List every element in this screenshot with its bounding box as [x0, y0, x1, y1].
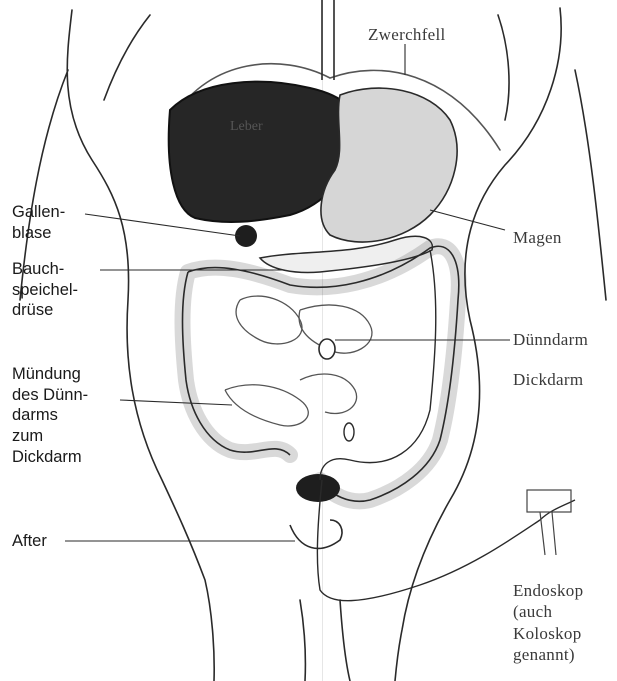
label-gallenblase: Gallen- blase: [12, 202, 65, 243]
label-duenndarm: Dünndarm: [513, 329, 588, 350]
anus-region: [290, 520, 342, 548]
label-muendung-line5: Dickdarm: [12, 447, 88, 468]
label-bauchspeicheldruese: Bauch- speichel- drüse: [12, 259, 78, 321]
label-muendung-line4: zum: [12, 426, 88, 447]
liver-label: Leber: [230, 119, 263, 134]
label-zwerchfell: Zwerchfell: [368, 24, 446, 45]
small-intestine-loops: [225, 296, 372, 426]
label-endoskop: Endoskop (auch Koloskop genannt): [513, 580, 583, 665]
label-bauchspeicheldruese-line1: Bauch-: [12, 259, 78, 280]
label-endoskop-line2: (auch: [513, 601, 583, 622]
label-bauchspeicheldruese-line2: speichel-: [12, 280, 78, 301]
label-endoskop-line4: genannt): [513, 644, 583, 665]
rectum-shape: [296, 474, 340, 502]
label-bauchspeicheldruese-line3: drüse: [12, 300, 78, 321]
arm-right: [575, 70, 606, 300]
label-dickdarm: Dickdarm: [513, 369, 583, 390]
label-gallenblase-line1: Gallen-: [12, 202, 65, 223]
leg-inner: [300, 600, 350, 681]
label-magen: Magen: [513, 227, 562, 248]
label-muendung-line1: Mündung: [12, 364, 88, 385]
shoulder-right: [498, 15, 509, 120]
endoscope-handle: [527, 490, 571, 555]
label-gallenblase-line2: blase: [12, 223, 65, 244]
label-muendung-line2: des Dünn-: [12, 385, 88, 406]
label-muendung-line3: darms: [12, 405, 88, 426]
label-endoskop-line1: Endoskop: [513, 580, 583, 601]
shoulder-left: [104, 15, 150, 100]
stomach-shape: [321, 88, 457, 242]
label-endoskop-line3: Koloskop: [513, 623, 583, 644]
appendix-opening: [344, 423, 354, 441]
small-intestine-opening: [319, 339, 335, 359]
label-after: After: [12, 531, 47, 552]
label-muendung: Mündung des Dünn- darms zum Dickdarm: [12, 364, 88, 467]
esophagus-tube: [322, 0, 334, 80]
